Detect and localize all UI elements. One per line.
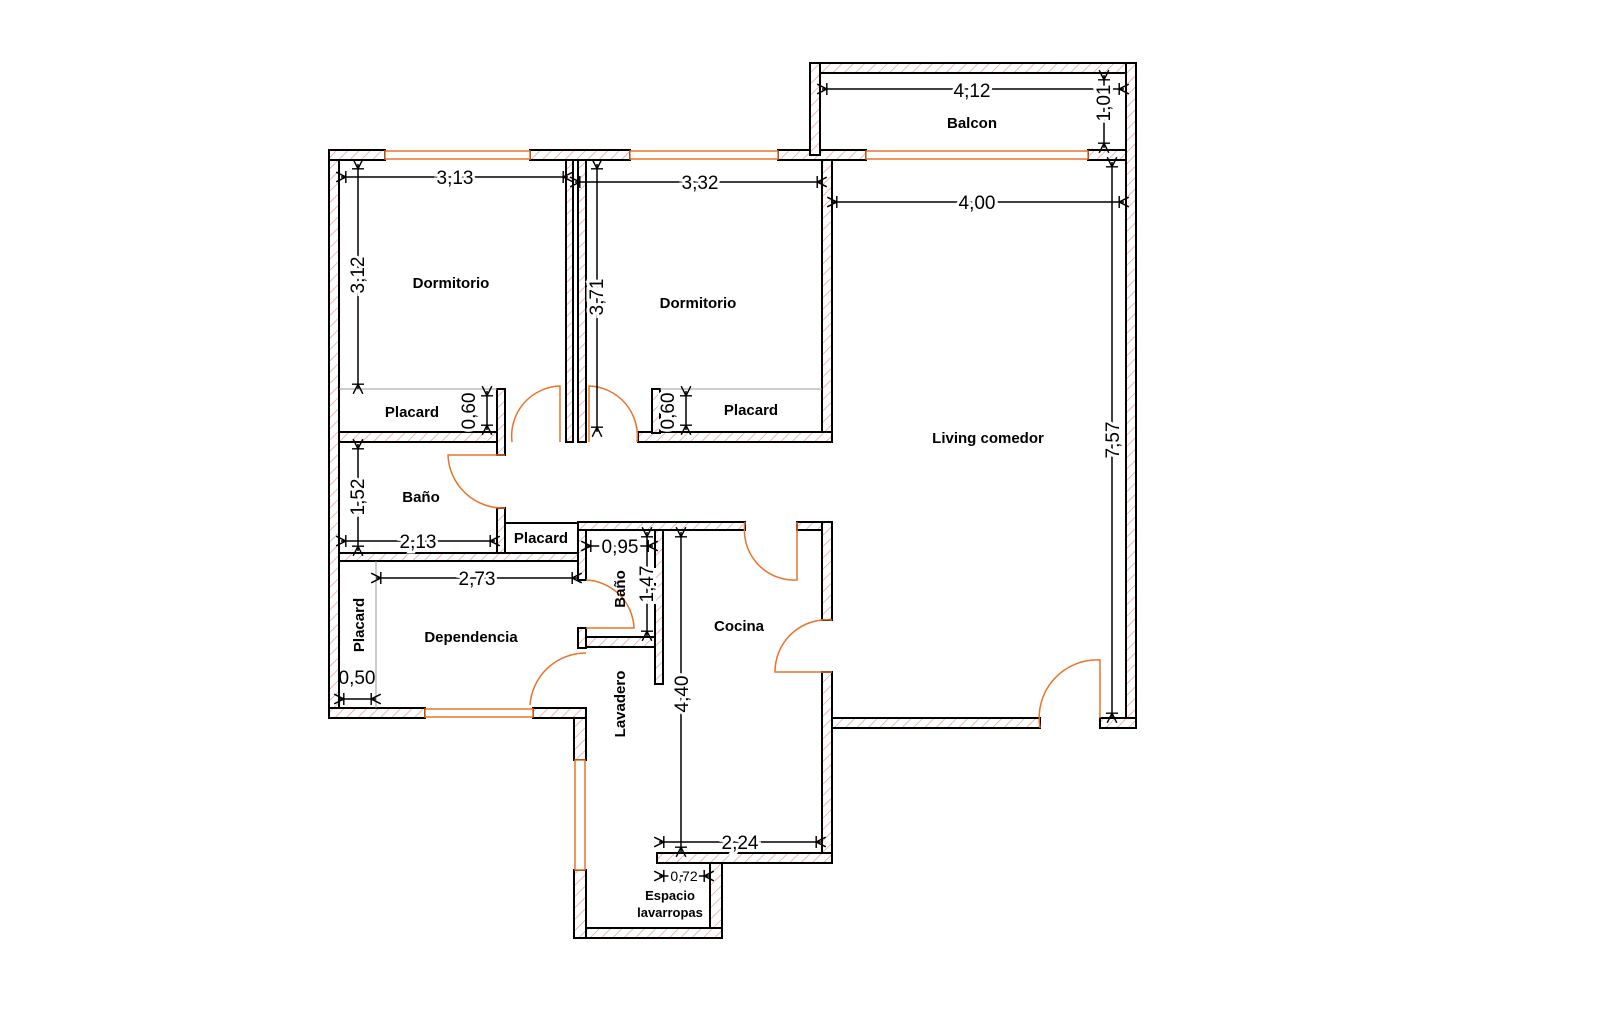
dim-placard-dep-width: 0,50: [339, 668, 376, 689]
dim-bano2-width: 0,95: [602, 537, 639, 558]
dim-dependencia-width: 2,73: [459, 569, 496, 590]
dim-dorm2-width: 3,32: [682, 173, 719, 194]
dim-placard1-height: 0,60: [459, 393, 480, 430]
dim-lavarropas-width: 0,72: [670, 868, 697, 884]
dim-balcon-width: 4,12: [954, 81, 991, 102]
room-espacio-lavarropas-1: Espacio: [645, 888, 695, 903]
dim-bano2-height: 1,47: [637, 566, 658, 603]
room-bano-1: Baño: [402, 489, 440, 506]
room-labels: Dormitorio Dormitorio Placard Placard Ba…: [351, 115, 1044, 920]
room-espacio-lavarropas-2: lavarropas: [637, 905, 703, 920]
room-lavadero: Lavadero: [612, 671, 629, 738]
dim-dorm2-height: 3,71: [587, 279, 608, 316]
walls: [328, 62, 1137, 939]
dim-living-width: 4,00: [959, 193, 996, 214]
room-cocina: Cocina: [714, 618, 765, 635]
dim-bano1-width: 2,13: [400, 532, 437, 553]
room-dormitorio-1: Dormitorio: [413, 275, 490, 292]
room-dependencia: Dependencia: [424, 629, 518, 646]
dim-bano1-height: 1,52: [348, 479, 369, 516]
dim-cocina-width: 2,24: [722, 833, 759, 854]
dim-dorm1-width: 3,13: [437, 168, 474, 189]
dim-living-height: 7,57: [1103, 422, 1124, 459]
dimension-labels: 4,12 1,01 3,13 3,12 3,32 3,71 4,00 7,57 …: [339, 78, 1127, 887]
doors: [447, 385, 1101, 729]
room-living-comedor: Living comedor: [932, 430, 1044, 447]
room-bano-2: Baño: [612, 570, 629, 608]
room-dormitorio-2: Dormitorio: [660, 295, 737, 312]
dim-placard2-height: 0,60: [658, 393, 679, 430]
room-placard-3: Placard: [514, 530, 568, 547]
dim-dorm1-height: 3,12: [348, 257, 369, 294]
room-placard-1: Placard: [385, 404, 439, 421]
room-balcon: Balcon: [947, 115, 997, 132]
dim-cocina-height: 4,40: [672, 676, 693, 713]
windows: [384, 150, 1089, 871]
dim-balcon-height: 1,01: [1094, 85, 1115, 122]
room-placard-4: Placard: [351, 598, 368, 652]
room-placard-2: Placard: [724, 402, 778, 419]
dimension-lines: [339, 75, 1124, 876]
